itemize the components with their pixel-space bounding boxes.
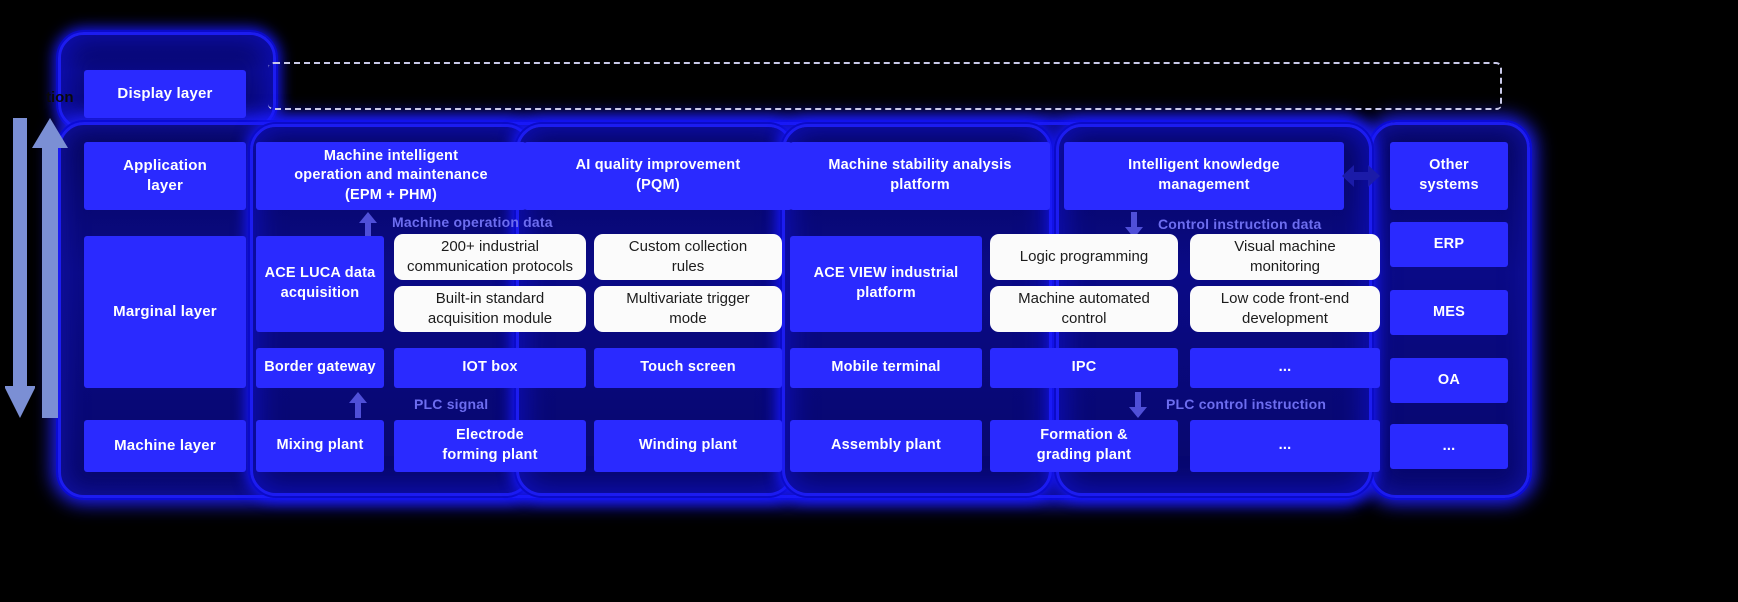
annotation-machine-operation-data: Machine operation data xyxy=(392,214,553,230)
annotation-plc-signal: PLC signal xyxy=(414,396,489,412)
system-card-erp[interactable]: ERP xyxy=(1390,222,1508,267)
device-card-mobile-terminal[interactable]: Mobile terminal xyxy=(790,348,982,388)
display-connector-dashed xyxy=(268,62,1502,110)
annotation-control-instruction-data: Control instruction data xyxy=(1158,216,1322,232)
marginal-card-custom-collection[interactable]: Custom collection rules xyxy=(594,234,782,280)
machine-card-formation-grading[interactable]: Formation & grading plant xyxy=(990,420,1178,472)
layer-label-marginal: Marginal layer xyxy=(84,236,246,388)
application-card-0[interactable]: Machine intelligent operation and mainte… xyxy=(256,142,526,210)
partial-left-label: tion xyxy=(46,89,74,106)
marginal-card-builtin-module[interactable]: Built-in standard acquisition module xyxy=(394,286,586,332)
machine-card-winding-plant[interactable]: Winding plant xyxy=(594,420,782,472)
marginal-card-multivariate-trigger[interactable]: Multivariate trigger mode xyxy=(594,286,782,332)
device-card-border-gateway[interactable]: Border gateway xyxy=(256,348,384,388)
machine-card-electrode-forming[interactable]: Electrode forming plant xyxy=(394,420,586,472)
layer-label-application: Application layer xyxy=(84,142,246,210)
machine-card-mixing-plant[interactable]: Mixing plant xyxy=(256,420,384,472)
bidirectional-link-arrow xyxy=(1342,165,1380,187)
system-card-more[interactable]: ... xyxy=(1390,424,1508,469)
layer-label-machine: Machine layer xyxy=(84,420,246,472)
application-card-3[interactable]: Intelligent knowledge management xyxy=(1064,142,1344,210)
device-card-iot-box[interactable]: IOT box xyxy=(394,348,586,388)
marginal-platform-ace-view[interactable]: ACE VIEW industrial platform xyxy=(790,236,982,332)
marginal-card-automated-control[interactable]: Machine automated control xyxy=(990,286,1178,332)
system-card-mes[interactable]: MES xyxy=(1390,290,1508,335)
device-card-touch-screen[interactable]: Touch screen xyxy=(594,348,782,388)
system-card-other-systems[interactable]: Other systems xyxy=(1390,142,1508,210)
marginal-card-protocols[interactable]: 200+ industrial communication protocols xyxy=(394,234,586,280)
system-card-oa[interactable]: OA xyxy=(1390,358,1508,403)
annotation-up-arrow-plc-signal xyxy=(349,392,367,418)
device-card-more[interactable]: ... xyxy=(1190,348,1380,388)
application-card-1[interactable]: AI quality improvement (PQM) xyxy=(524,142,792,210)
layer-label-display: Display layer xyxy=(84,70,246,118)
marginal-platform-ace-luca[interactable]: ACE LUCA data acquisition xyxy=(256,236,384,332)
downward-flow-arrow xyxy=(5,118,35,418)
annotation-down-arrow-control-instruction xyxy=(1125,212,1143,238)
annotation-down-arrow-plc-control xyxy=(1129,392,1147,418)
machine-card-assembly-plant[interactable]: Assembly plant xyxy=(790,420,982,472)
annotation-plc-control-instruction: PLC control instruction xyxy=(1166,396,1327,412)
application-card-2[interactable]: Machine stability analysis platform xyxy=(790,142,1050,210)
marginal-card-visual-monitoring[interactable]: Visual machine monitoring xyxy=(1190,234,1380,280)
display-connector-dashed-bottom xyxy=(268,62,1502,110)
machine-card-more[interactable]: ... xyxy=(1190,420,1380,472)
marginal-card-low-code[interactable]: Low code front-end development xyxy=(1190,286,1380,332)
annotation-up-arrow-machine-operation xyxy=(359,212,377,238)
marginal-card-logic-programming[interactable]: Logic programming xyxy=(990,234,1178,280)
device-card-ipc[interactable]: IPC xyxy=(990,348,1178,388)
upward-flow-arrow xyxy=(32,118,68,418)
